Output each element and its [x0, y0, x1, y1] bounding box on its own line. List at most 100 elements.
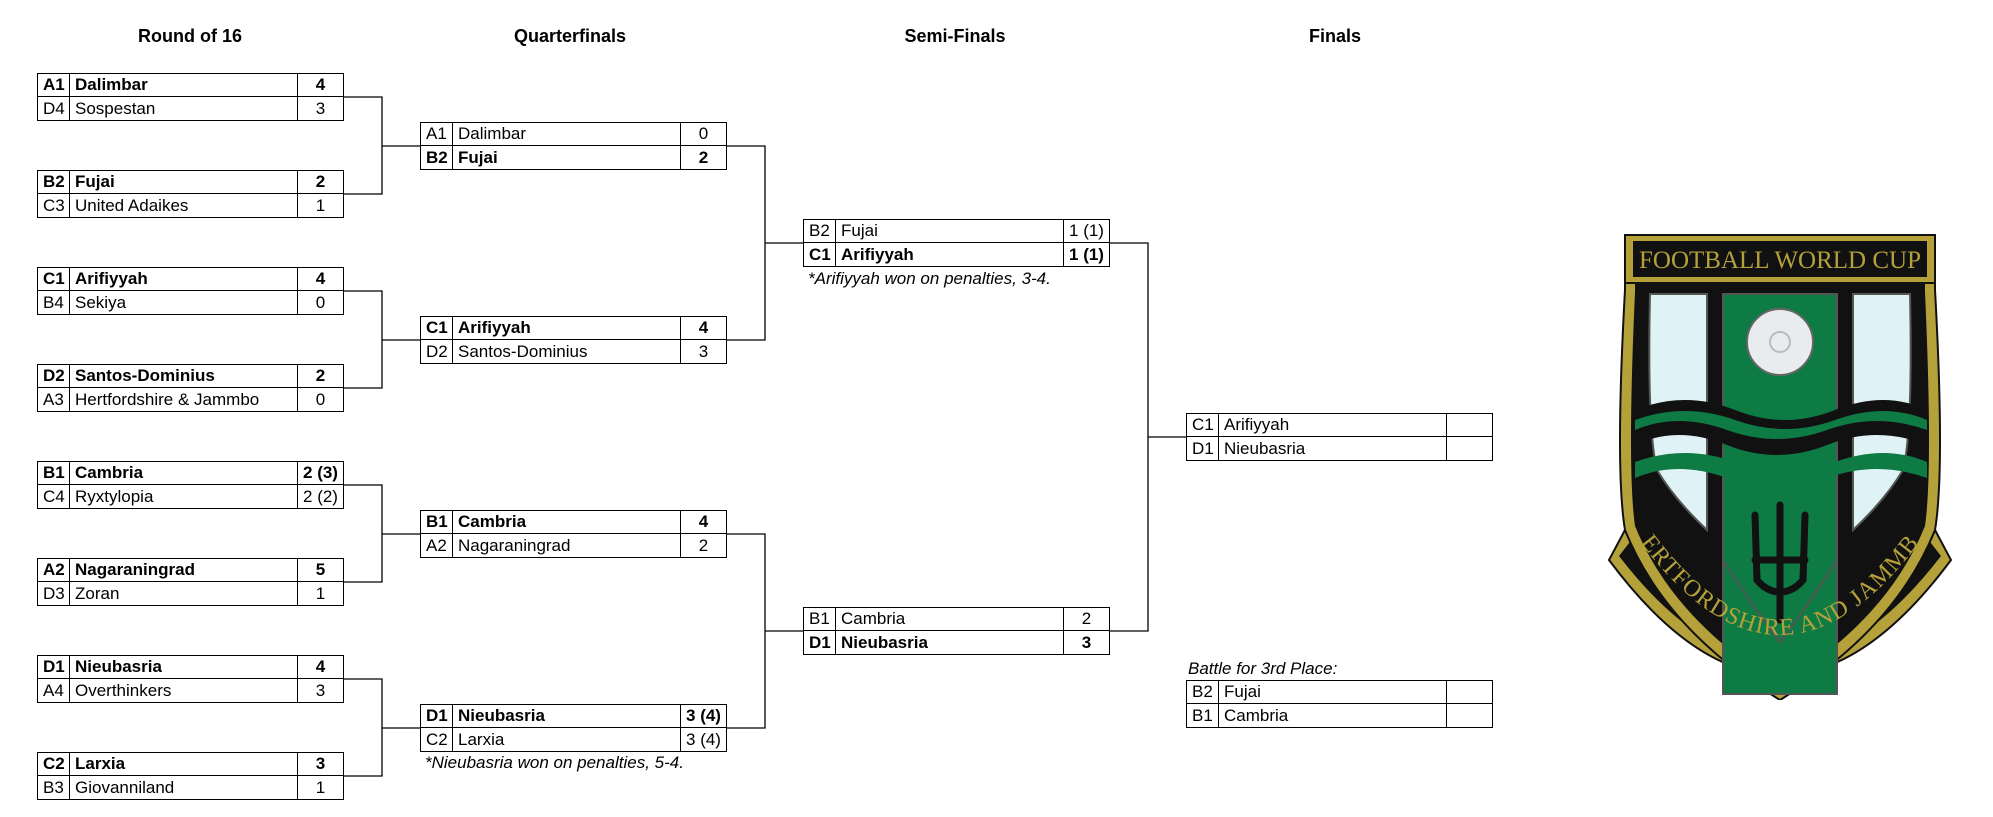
team-name: Arifiyyah — [458, 318, 531, 337]
team-name: Nieubasria — [75, 657, 162, 676]
score: 1 (1) — [1063, 220, 1109, 242]
score: 2 — [680, 146, 726, 169]
seed: C2 — [38, 753, 70, 775]
team-name: Nieubasria — [1224, 438, 1306, 458]
seed: A3 — [38, 388, 70, 411]
team-name: Zoran — [75, 583, 120, 603]
team-name: Arifiyyah — [75, 269, 148, 288]
score: 3 — [680, 340, 726, 363]
team-name: Sospestan — [75, 98, 156, 118]
score: 0 — [297, 388, 343, 411]
semifinal-penalty-note: *Arifiyyah won on penalties, 3-4. — [808, 269, 1051, 288]
seed: B2 — [38, 171, 70, 193]
team-name: Nieubasria — [458, 706, 545, 725]
score — [1446, 704, 1492, 727]
seed: A4 — [38, 679, 70, 702]
team-row: C1 Arifiyyah — [1186, 413, 1493, 437]
team-name: Giovanniland — [75, 777, 175, 797]
seed: D1 — [804, 631, 836, 654]
seed: B2 — [804, 220, 836, 242]
score: 3 — [297, 97, 343, 120]
team-name: Arifiyyah — [1224, 415, 1290, 434]
quarterfinal-penalty-note: *Nieubasria won on penalties, 5-4. — [425, 753, 684, 772]
seed: D4 — [38, 97, 70, 120]
team-name: Cambria — [841, 609, 906, 628]
seed: B2 — [1187, 681, 1219, 703]
score — [1446, 414, 1492, 436]
team-name: Santos-Dominius — [75, 366, 215, 385]
round-title-semi-finals: Semi-Finals — [904, 26, 1006, 46]
score: 4 — [680, 317, 726, 339]
team-name: Larxia — [458, 729, 505, 749]
score: 4 — [297, 656, 343, 678]
team-name: Dalimbar — [75, 75, 148, 94]
team-name: Sekiya — [75, 292, 127, 312]
team-name: Hertfordshire & Jammbo — [75, 389, 260, 409]
seed: D3 — [38, 582, 70, 605]
team-name: Larxia — [75, 754, 126, 773]
score: 0 — [680, 123, 726, 145]
seed: B1 — [38, 462, 70, 484]
team-row: D1 Nieubasria 4 — [37, 655, 344, 679]
seed: D1 — [1187, 437, 1219, 460]
team-row: D1 Nieubasria 3 (4) — [420, 704, 727, 728]
score — [1446, 437, 1492, 460]
score: 5 — [297, 559, 343, 581]
score: 3 (4) — [680, 705, 726, 727]
seed: B1 — [1187, 704, 1219, 727]
team-name: Fujai — [458, 147, 498, 167]
seed: B3 — [38, 776, 70, 799]
seed: A1 — [421, 123, 453, 145]
round-title-round-of-16: Round of 16 — [138, 26, 242, 46]
seed: C4 — [38, 485, 70, 508]
score: 4 — [680, 511, 726, 533]
seed: A2 — [421, 534, 453, 557]
team-name: Overthinkers — [75, 680, 172, 700]
third-place-label: Battle for 3rd Place: — [1188, 659, 1338, 678]
seed: B2 — [421, 146, 453, 169]
team-name: Fujai — [1224, 682, 1261, 701]
seed: C2 — [421, 728, 453, 751]
seed: D1 — [421, 705, 453, 727]
world-cup-crest-logo: FOOTBALL WORLD CUP HERTFORDSHIRE AND JAM… — [1595, 230, 1953, 700]
team-row: B2 Fujai — [1186, 680, 1493, 704]
score: 2 (2) — [297, 485, 343, 508]
team-name: Arifiyyah — [841, 244, 914, 264]
score: 3 (4) — [680, 728, 726, 751]
team-name: Dalimbar — [458, 124, 527, 143]
score: 1 — [297, 194, 343, 217]
seed: C1 — [1187, 414, 1219, 436]
seed: C3 — [38, 194, 70, 217]
seed: D1 — [38, 656, 70, 678]
score: 0 — [297, 291, 343, 314]
score: 2 — [1063, 608, 1109, 630]
